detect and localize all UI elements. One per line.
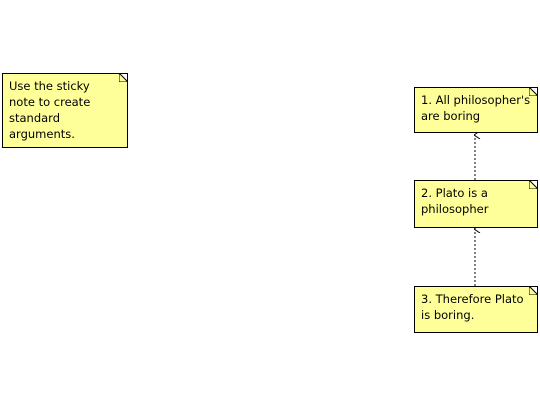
instruction-note-text: Use the sticky note to create standard a… xyxy=(9,79,91,141)
note-fold-icon xyxy=(119,74,127,82)
conclusion-note-text: 3. Therefore Plato is boring. xyxy=(421,292,524,322)
note-fold-icon xyxy=(529,181,537,189)
premise-2-sticky-note[interactable]: 2. Plato is a philosopher xyxy=(414,180,538,228)
note-fold-icon xyxy=(529,287,537,295)
instruction-sticky-note[interactable]: Use the sticky note to create standard a… xyxy=(2,73,128,148)
premise-2-note-text: 2. Plato is a philosopher xyxy=(421,186,489,216)
premise-1-note-text: 1. All philosopher's are boring xyxy=(421,93,531,123)
premise-1-sticky-note[interactable]: 1. All philosopher's are boring xyxy=(414,87,538,133)
conclusion-sticky-note[interactable]: 3. Therefore Plato is boring. xyxy=(414,286,538,333)
note-fold-icon xyxy=(529,88,537,96)
